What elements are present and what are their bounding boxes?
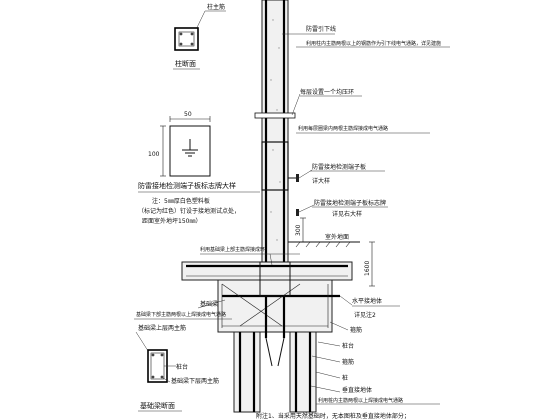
label-test-terminal-detail: 详大样 — [312, 177, 330, 185]
main-column — [254, 0, 299, 296]
footnote: 附注1、当采用天然基础时，无本图桩及垂直接地体部分； — [256, 412, 410, 420]
beam-label-lower-bars: 基础梁下层两主筋 — [171, 377, 219, 385]
piles — [233, 331, 317, 413]
label-test-terminal: 防雷接地检测端子板 — [312, 163, 366, 171]
note-down-conductor: 利用柱内主筋两根以上的钢筋作为引下线电气通路，详见建施 — [306, 40, 441, 47]
column-section-detail: 柱主筋 柱断面 — [173, 3, 226, 70]
sign-board-mark — [296, 209, 299, 216]
label-sign-board-detail: 详见右大样 — [332, 210, 362, 218]
label-horizontal-earth-detail: 详见注2 — [354, 311, 376, 319]
label-vertical-earth: 垂直接地体 — [342, 386, 372, 394]
marker-note-3: 距面室外地坪150㎜） — [142, 217, 201, 225]
column-outline — [174, 27, 199, 51]
beam-label-pile-cap: 桩台 — [176, 363, 188, 371]
beam-section-detail: 桩台 基础梁下层两主筋 基础梁断面 — [138, 349, 219, 412]
main-bar-label: 柱主筋 — [207, 3, 225, 11]
callouts-left: 基础梁 基础梁下部主筋两根以上焊接成电气通路 基础梁上层两主筋 — [134, 299, 232, 355]
column-stirrup — [178, 31, 195, 47]
callouts-lower: 水平接地体 详见注2 箍筋 桩台 箍筋 桩 垂直接地体 利用桩内主筋两根以上焊接… — [310, 295, 440, 405]
marker-detail-title: 防雷接地检测端子板标志牌大样 — [138, 181, 236, 190]
marker-note-2: （标记为红色）钉设于接地测试点处， — [138, 207, 240, 215]
outdoor-grade: 室外地面 — [288, 233, 360, 248]
marker-board-detail: 50 100 防雷接地检测端子板标志牌大样 注：5㎜厚白色塑料板 （标记为红色）… — [138, 111, 260, 225]
beam-section-title: 基础梁断面 — [140, 401, 175, 410]
test-terminal-plate — [296, 174, 299, 182]
dim-300: 300 — [295, 217, 306, 243]
pile-left — [233, 331, 261, 413]
label-horizontal-earth: 水平接地体 — [352, 297, 382, 305]
label-cap-bars: 箍筋 — [342, 358, 354, 366]
note-grade-beam: 利用基础梁上部主筋焊接成环 — [200, 246, 265, 253]
column-section-title: 柱断面 — [175, 59, 196, 68]
label-upper-bars: 基础梁上层两主筋 — [138, 324, 186, 332]
note-ring: 利用每层圈梁内两根主筋焊接成电气通路 — [298, 125, 388, 132]
grade-beam-body — [181, 261, 353, 281]
equipotential-ring-beam — [254, 112, 296, 119]
dim-300-text: 300 — [295, 224, 302, 236]
dim-1600: 1600 — [364, 241, 375, 287]
marker-note-1: 注：5㎜厚白色塑料板 — [152, 197, 210, 205]
pile-cap-body — [217, 279, 333, 333]
label-sign-board: 防雷接地检测端子板标志牌 — [314, 199, 386, 207]
label-outdoor-grade: 室外地面 — [325, 233, 349, 241]
dim-width: 50 — [184, 111, 192, 118]
label-down-conductor: 防雷引下线 — [306, 25, 336, 33]
ground-symbol-icon — [182, 139, 198, 157]
label-equipotential-ring: 每层设置一个均压环 — [300, 88, 354, 96]
test-terminal-box — [261, 141, 289, 191]
dim-1600-text: 1600 — [364, 261, 371, 276]
callouts-upper: 防雷引下线 利用柱内主筋两根以上的钢筋作为引下线电气通路，详见建施 每层设置一个… — [282, 25, 450, 218]
pile-cap — [217, 261, 340, 338]
note-tie-beam: 基础梁下部主筋两根以上焊接成电气通路 — [136, 311, 226, 318]
dim-height: 100 — [148, 151, 160, 158]
note-vertical-earth: 利用桩内主筋两根以上焊接成电气通路 — [318, 397, 403, 404]
label-tie-bar: 箍筋 — [350, 326, 362, 334]
pile-right — [289, 331, 317, 413]
label-foundation-beam: 基础梁 — [200, 300, 218, 308]
label-pile-cap: 桩台 — [342, 342, 354, 350]
marker-board — [169, 125, 211, 177]
label-pile: 桩 — [342, 374, 348, 382]
